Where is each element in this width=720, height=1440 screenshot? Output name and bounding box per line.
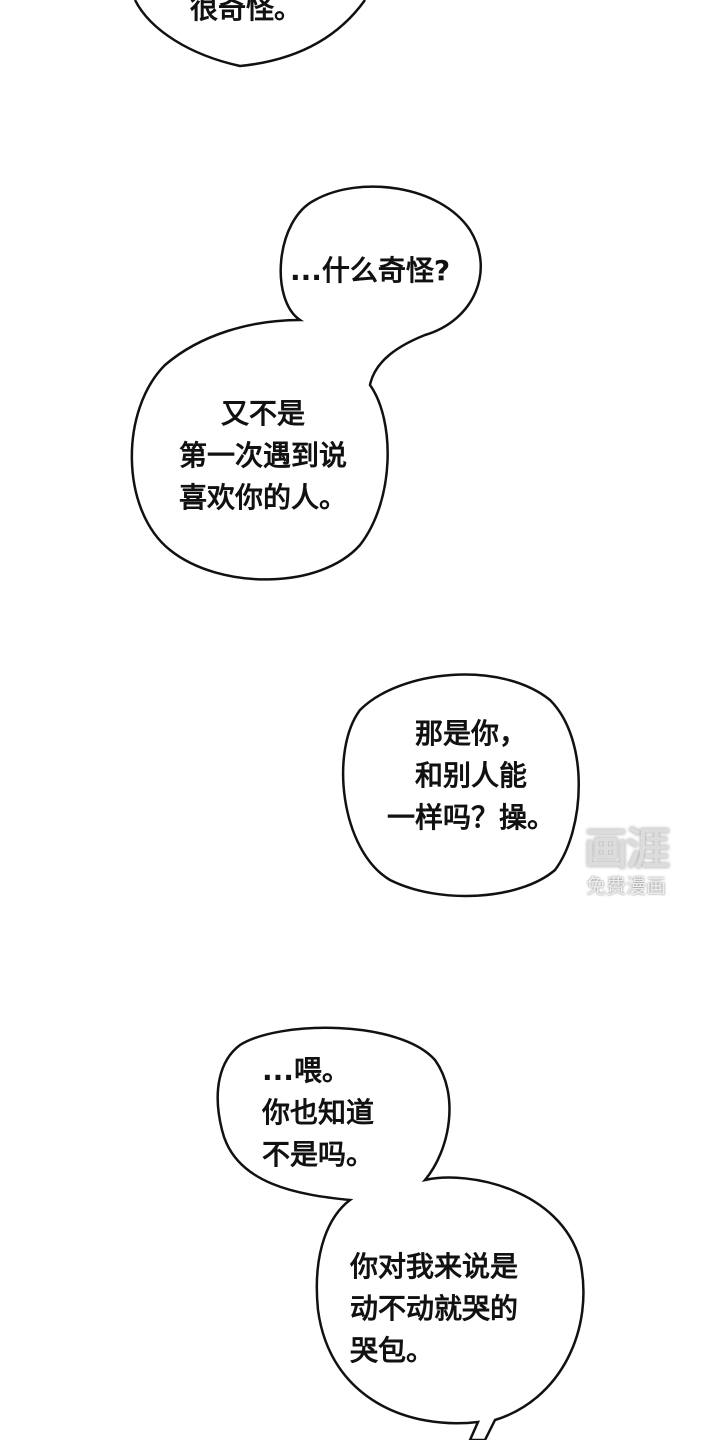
bubble-5-text: ...喂。 你也知道 不是吗。 [262,1050,374,1176]
bubble-3-text: 又不是 第一次遇到说 喜欢你的人。 [158,393,368,519]
bubble-line: ...喂。 [262,1054,350,1087]
bubble-1-text: 很奇怪。 [190,0,302,30]
bubble-line: 很奇怪。 [190,0,303,25]
bubble-line: 那是你， [414,717,527,750]
bubble-outline-4 [341,673,580,898]
watermark-subtitle: 免费漫画 [586,874,666,898]
bubble-line: 又不是 [220,397,305,430]
bubble-line: 你对我来说是 [350,1250,519,1283]
bubble-2-text: ...什么奇怪? [290,250,450,292]
bubble-line: 你也知道 [262,1096,375,1129]
bubble-line: 一样吗？操。 [386,801,555,834]
bubble-line: 和别人能 [414,759,527,792]
bubble-line: 动不动就哭的 [350,1292,519,1325]
bubble-6-text: 你对我来说是 动不动就哭的 哭包。 [350,1246,518,1372]
bubble-outline-5-6 [216,1026,585,1440]
bubble-4-text: 那是你， 和别人能 一样吗？操。 [376,713,566,839]
bubble-line: 第一次遇到说 [178,439,347,472]
bubble-line: 哭包。 [350,1334,435,1367]
bubble-outline-2-3 [130,185,482,581]
watermark-logo: 画涯 [584,824,670,875]
bubble-outline-1 [133,0,367,68]
bubble-line: 喜欢你的人。 [178,481,347,514]
bubble-line: 不是吗。 [262,1138,375,1171]
watermark: 画涯 免费漫画 [566,824,686,899]
bubble-line: ...什么奇怪? [290,254,451,287]
